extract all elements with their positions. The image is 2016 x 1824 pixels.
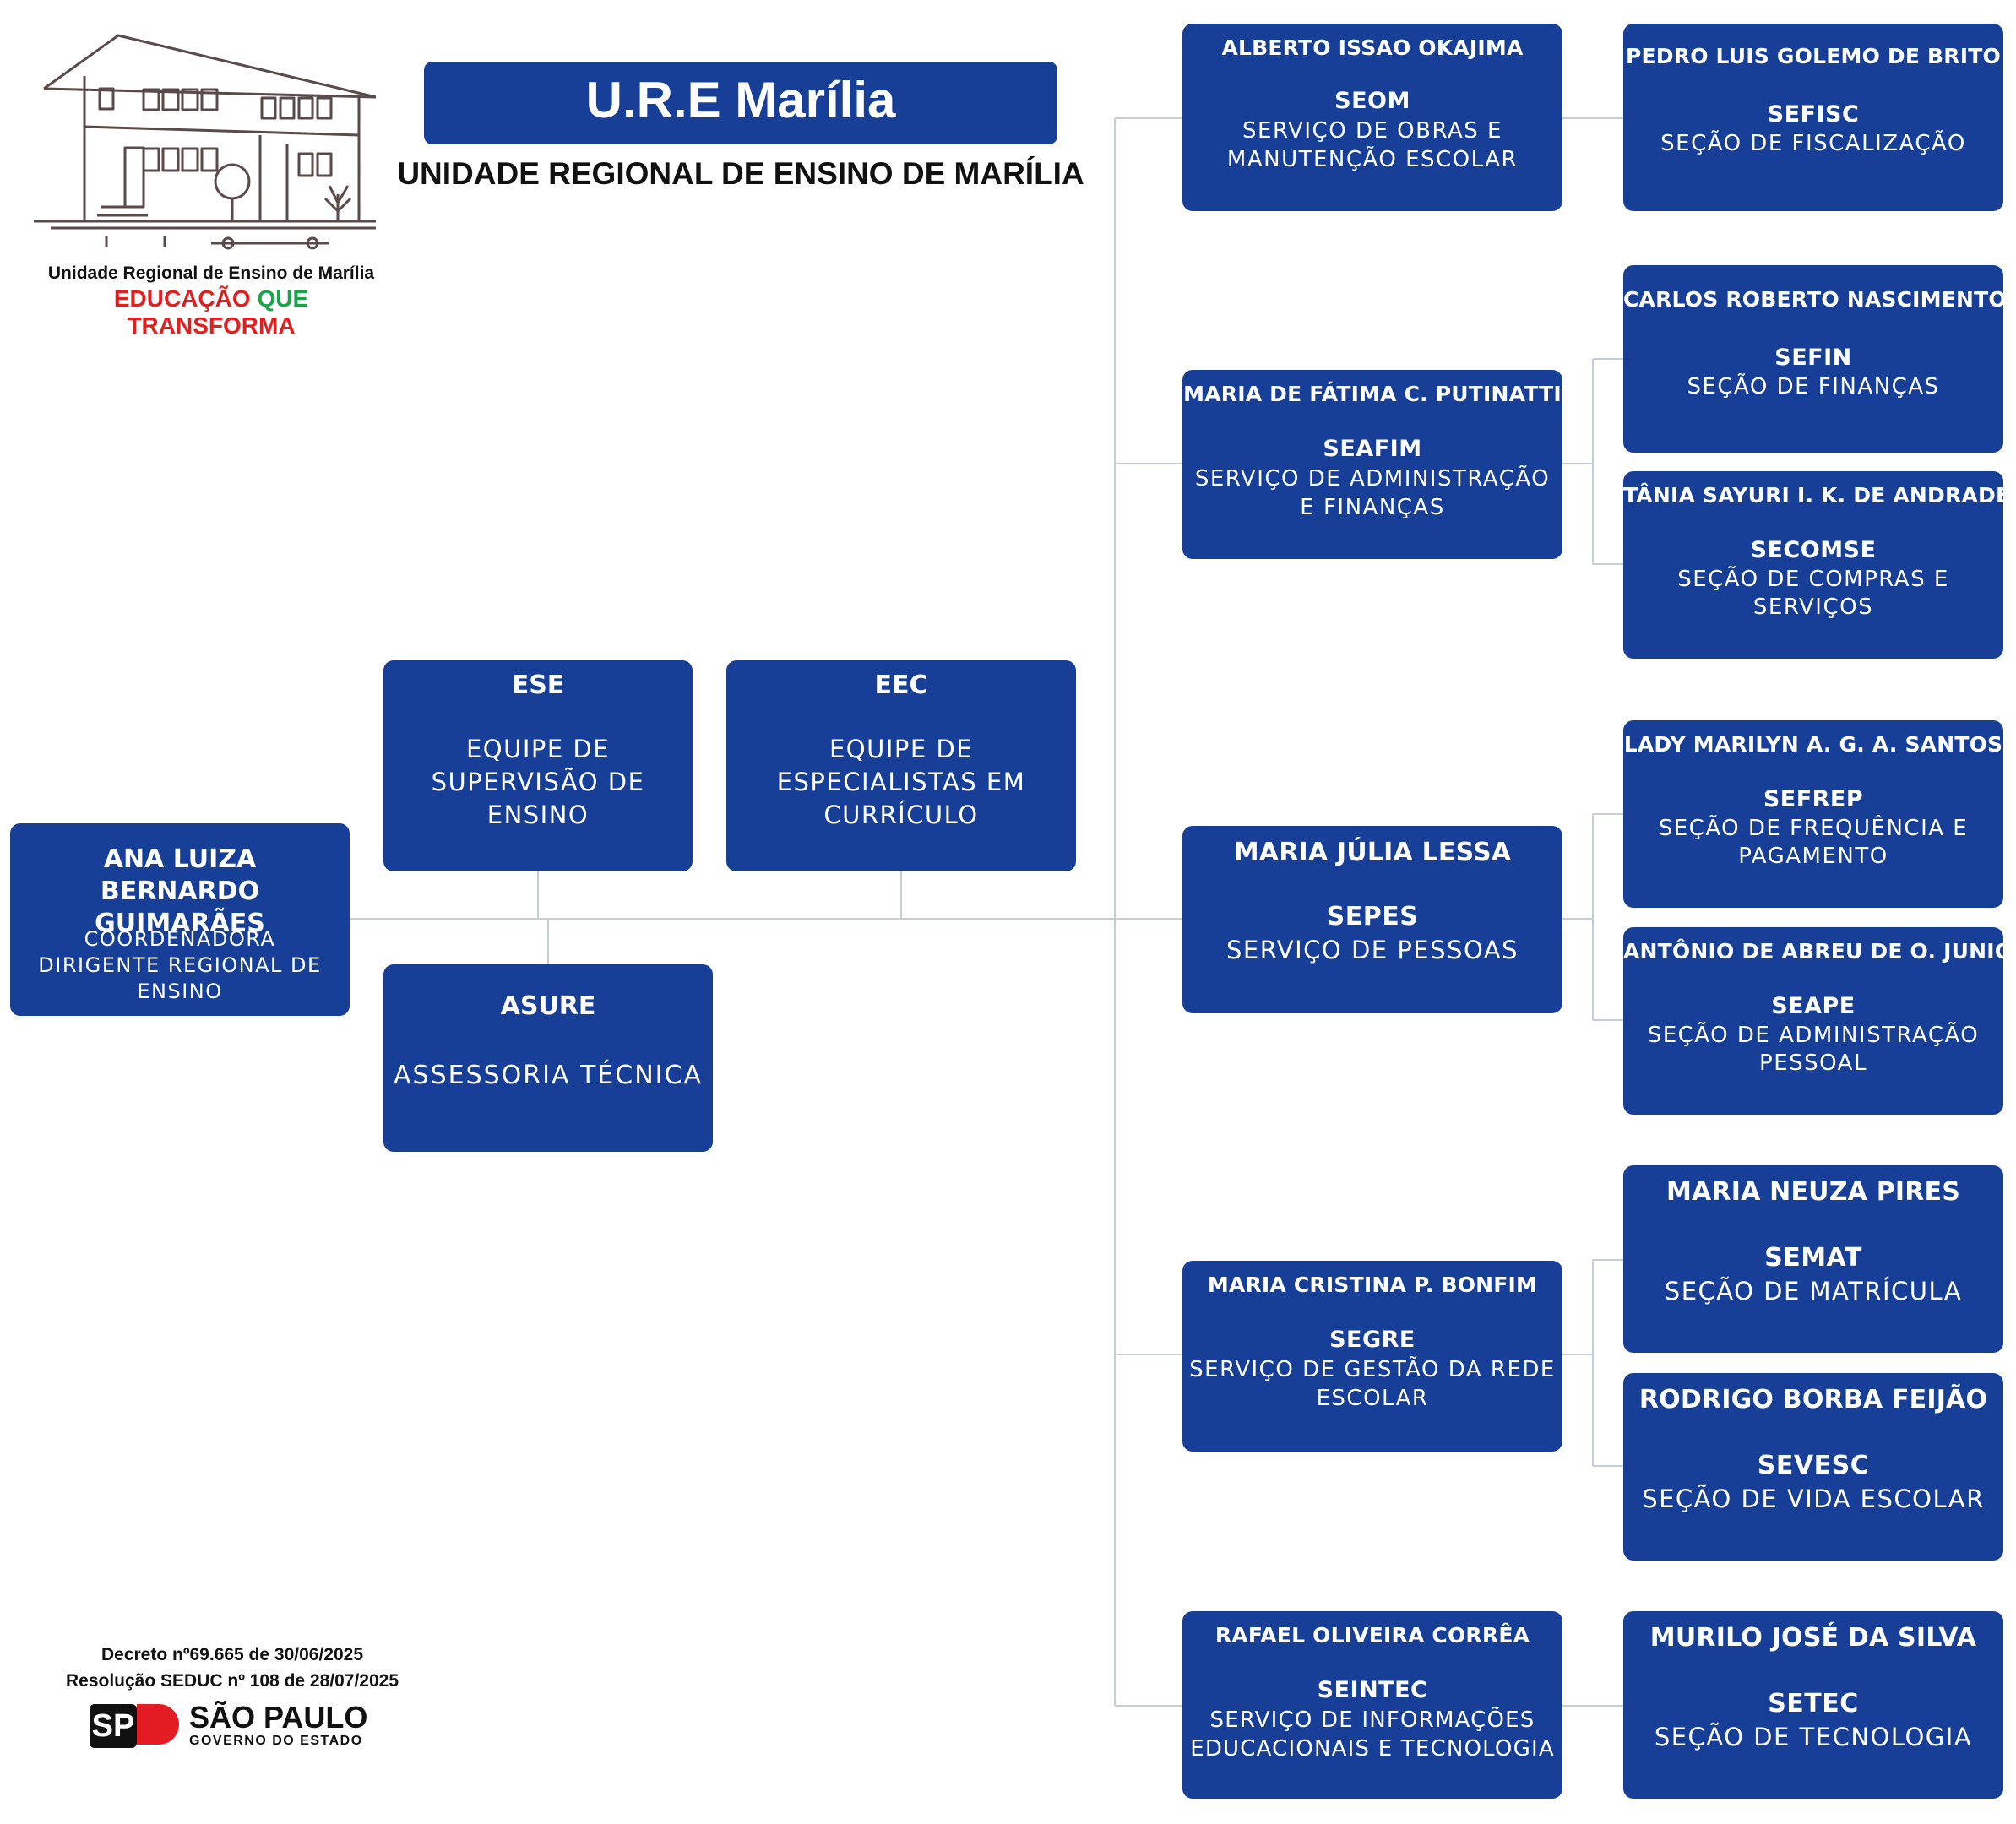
section-head-name: LADY MARILYN A. G. A. SANTOS bbox=[1623, 732, 2003, 757]
service-box-seafim: MARIA DE FÁTIMA C. PUTINATTI SEAFIM SERV… bbox=[1182, 370, 1562, 559]
eec-desc: EQUIPE DE ESPECIALISTAS EM CURRÍCULO bbox=[776, 735, 1026, 829]
section-head-name: RODRIGO BORBA FEIJÃO bbox=[1638, 1385, 1988, 1414]
section-code: SEFREP bbox=[1763, 786, 1864, 812]
service-head-name: MARIA DE FÁTIMA C. PUTINATTI bbox=[1183, 382, 1562, 406]
page-title: U.R.E Marília bbox=[585, 72, 896, 128]
service-desc: SERVIÇO DE PESSOAS bbox=[1225, 936, 1519, 964]
school-building-icon bbox=[34, 34, 377, 250]
service-desc: SERVIÇO DE GESTÃO DA REDE ESCOLAR bbox=[1189, 1357, 1556, 1411]
state-name: SÃO PAULO bbox=[189, 1700, 368, 1734]
ese-box: ESE EQUIPE DE SUPERVISÃO DE ENSINO bbox=[383, 660, 693, 871]
section-code: SEVESC bbox=[1757, 1451, 1870, 1480]
section-head-name: MARIA NEUZA PIRES bbox=[1666, 1177, 1961, 1207]
sao-paulo-logo: SP SÃO PAULO GOVERNO DO ESTADO bbox=[90, 1701, 385, 1751]
sp-mark-icon: SP bbox=[90, 1704, 179, 1748]
service-box-seintec: RAFAEL OLIVEIRA CORRÊA SEINTEC SERVIÇO D… bbox=[1182, 1611, 1562, 1799]
section-code: SEAPE bbox=[1771, 993, 1856, 1019]
service-code: SEAFIM bbox=[1323, 436, 1422, 462]
service-box-seom: ALBERTO ISSAO OKAJIMA SEOM SERVIÇO DE OB… bbox=[1182, 24, 1562, 211]
section-desc: SEÇÃO DE FISCALIZAÇÃO bbox=[1660, 131, 1966, 156]
slogan-word-2: QUE bbox=[257, 285, 309, 312]
section-code: SECOMSE bbox=[1750, 537, 1877, 563]
section-desc: SEÇÃO DE FREQUÊNCIA E PAGAMENTO bbox=[1658, 816, 1969, 869]
decree-text: Decreto nº69.665 de 30/06/2025 bbox=[101, 1645, 364, 1664]
asure-desc: ASSESSORIA TÉCNICA bbox=[394, 1061, 703, 1090]
section-code: SEFIN bbox=[1774, 345, 1852, 371]
service-head-name: ALBERTO ISSAO OKAJIMA bbox=[1221, 35, 1524, 60]
ese-code: ESE bbox=[511, 670, 565, 700]
slogan-word-1: EDUCAÇÃO bbox=[113, 285, 251, 312]
title-banner: U.R.E Marília bbox=[424, 62, 1057, 144]
service-desc: SERVIÇO DE INFORMAÇÕES EDUCACIONAIS E TE… bbox=[1190, 1707, 1555, 1762]
eec-code: EEC bbox=[874, 670, 928, 700]
service-head-name: MARIA JÚLIA LESSA bbox=[1233, 838, 1512, 867]
section-code: SEFISC bbox=[1767, 101, 1860, 128]
section-box-secomse: TÂNIA SAYURI I. K. DE ANDRADE SECOMSE SE… bbox=[1623, 471, 2003, 659]
section-box-sevesc: RODRIGO BORBA FEIJÃO SEVESC SEÇÃO DE VID… bbox=[1623, 1373, 2003, 1561]
section-desc: SEÇÃO DE TECNOLOGIA bbox=[1654, 1723, 1973, 1751]
service-head-name: MARIA CRISTINA P. BONFIM bbox=[1207, 1273, 1538, 1297]
section-box-sefin: CARLOS ROBERTO NASCIMENTO SEFIN SEÇÃO DE… bbox=[1623, 265, 2003, 453]
head-role: COORDENADORA DIRIGENTE REGIONAL DE ENSIN… bbox=[38, 927, 322, 1003]
slogan-word-3: TRANSFORMA bbox=[127, 312, 296, 339]
section-head-name: ANTÔNIO DE ABREU DE O. JUNIOR bbox=[1623, 939, 2003, 964]
logo: Unidade Regional de Ensino de Marília ED… bbox=[34, 25, 389, 339]
ese-desc: EQUIPE DE SUPERVISÃO DE ENSINO bbox=[431, 735, 645, 829]
service-code: SEINTEC bbox=[1317, 1677, 1428, 1703]
section-box-seape: ANTÔNIO DE ABREU DE O. JUNIOR SEAPE SEÇÃ… bbox=[1623, 927, 2003, 1115]
asure-box: ASURE ASSESSORIA TÉCNICA bbox=[383, 964, 713, 1152]
section-desc: SEÇÃO DE COMPRAS E SERVIÇOS bbox=[1677, 567, 1949, 620]
asure-code: ASURE bbox=[500, 991, 596, 1021]
section-box-semat: MARIA NEUZA PIRES SEMAT SEÇÃO DE MATRÍCU… bbox=[1623, 1165, 2003, 1353]
section-desc: SEÇÃO DE MATRÍCULA bbox=[1664, 1277, 1963, 1306]
resolution-text: Resolução SEDUC nº 108 de 28/07/2025 bbox=[65, 1671, 399, 1691]
service-code: SEPES bbox=[1326, 902, 1419, 931]
sp-mark-text: SP bbox=[90, 1704, 137, 1748]
section-desc: SEÇÃO DE VIDA ESCOLAR bbox=[1642, 1485, 1985, 1513]
service-code: SEOM bbox=[1334, 88, 1410, 114]
section-box-setec: MURILO JOSÉ DA SILVA SETEC SEÇÃO DE TECN… bbox=[1623, 1611, 2003, 1799]
service-code: SEGRE bbox=[1329, 1327, 1416, 1353]
section-head-name: PEDRO LUIS GOLEMO DE BRITO bbox=[1626, 44, 2001, 68]
section-head-name: CARLOS ROBERTO NASCIMENTO bbox=[1623, 287, 2003, 312]
section-code: SEMAT bbox=[1764, 1243, 1862, 1273]
logo-slogan: EDUCAÇÃO QUE TRANSFORMA bbox=[34, 285, 389, 339]
section-box-sefisc: PEDRO LUIS GOLEMO DE BRITO SEFISC SEÇÃO … bbox=[1623, 24, 2003, 211]
section-head-name: MURILO JOSÉ DA SILVA bbox=[1649, 1623, 1977, 1653]
eec-box: EEC EQUIPE DE ESPECIALISTAS EM CURRÍCULO bbox=[726, 660, 1076, 871]
service-head-name: RAFAEL OLIVEIRA CORRÊA bbox=[1214, 1623, 1530, 1648]
section-desc: SEÇÃO DE ADMINISTRAÇÃO PESSOAL bbox=[1647, 1023, 1980, 1076]
service-box-sepes: MARIA JÚLIA LESSA SEPES SERVIÇO DE PESSO… bbox=[1182, 826, 1562, 1013]
state-sub: GOVERNO DO ESTADO bbox=[189, 1734, 363, 1748]
logo-caption: Unidade Regional de Ensino de Marília bbox=[47, 263, 375, 283]
page-subtitle: UNIDADE REGIONAL DE ENSINO DE MARÍLIA bbox=[397, 156, 1084, 191]
section-box-sefrep: LADY MARILYN A. G. A. SANTOS SEFREP SEÇÃ… bbox=[1623, 720, 2003, 908]
service-desc: SERVIÇO DE OBRAS E MANUTENÇÃO ESCOLAR bbox=[1226, 118, 1519, 172]
section-desc: SEÇÃO DE FINANÇAS bbox=[1687, 374, 1940, 399]
head-box: ANA LUIZA BERNARDO GUIMARÃES COORDENADOR… bbox=[10, 823, 350, 1016]
section-head-name: TÂNIA SAYURI I. K. DE ANDRADE bbox=[1623, 483, 2003, 508]
service-box-segre: MARIA CRISTINA P. BONFIM SEGRE SERVIÇO D… bbox=[1182, 1261, 1562, 1452]
head-name: ANA LUIZA BERNARDO GUIMARÃES bbox=[95, 844, 265, 938]
service-desc: SERVIÇO DE ADMINISTRAÇÃO E FINANÇAS bbox=[1194, 466, 1551, 520]
section-code: SETEC bbox=[1768, 1689, 1859, 1718]
